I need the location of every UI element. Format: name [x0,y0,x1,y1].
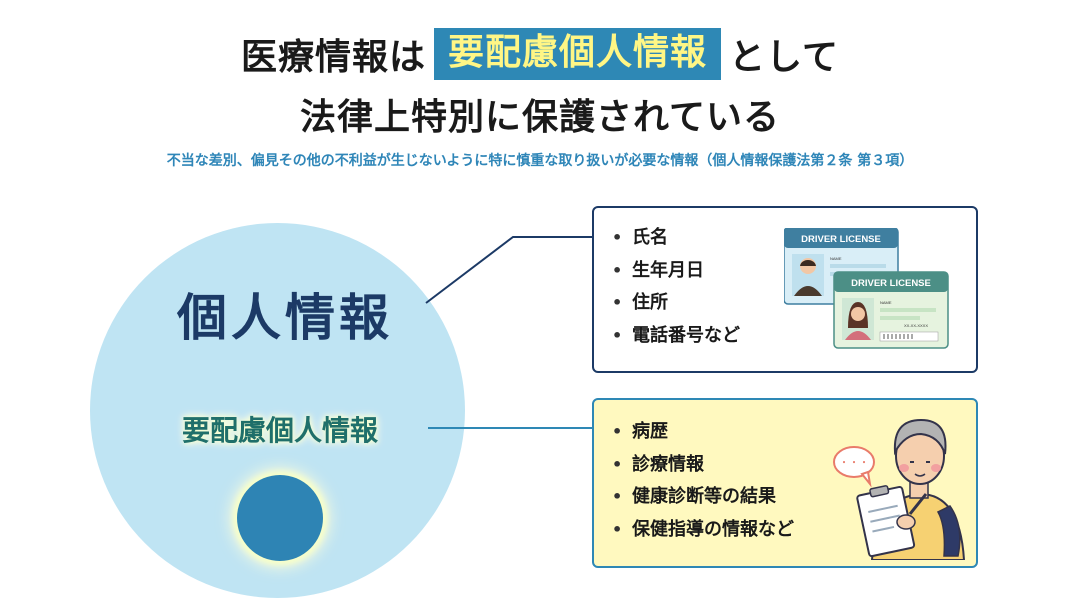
svg-text:・・・: ・・・ [839,458,869,469]
speech-bubble-icon: ・・・ [833,446,875,488]
list-item: •健康診断等の結果 [612,486,776,507]
svg-text:NAME: NAME [880,300,892,305]
personal-info-label: 個人情報 [177,289,393,347]
list-item: •生年月日 [612,259,704,281]
sensitive-info-dot [237,475,323,561]
svg-text:XX-XX-XXXX: XX-XX-XXXX [904,323,928,328]
list-item: •電話番号など [612,324,740,346]
health-worker-icon: ・・・ [833,418,966,560]
title-suffix: として [729,37,839,78]
list-item: •保健指導の情報など [612,518,794,540]
list-item: •氏名 [612,227,668,248]
card-title-front: DRIVER LICENSE [851,278,931,289]
title-highlight: 要配慮個人情報 [434,28,722,80]
license-card-front: DRIVER LICENSE NAME XX-XX-XXXX [833,271,949,349]
title-line-2: 法律上特別に保護されている [300,97,780,138]
title-prefix: 医療情報は [241,37,427,78]
list-item: •住所 [612,292,668,313]
subtitle: 不当な差別、偏見その他の不利益が生じないように特に慎重な取り扱いが必要な情報（個… [166,153,914,169]
svg-text:NAME: NAME [830,256,842,261]
list-item: •病歴 [612,421,668,442]
sensitive-info-label: 要配慮個人情報 [181,414,378,447]
driver-license-icon: DRIVER LICENSE NAME DRIVER LICENSE NAME … [784,228,949,349]
connector-personal [425,236,592,304]
card-title-back: DRIVER LICENSE [801,234,881,245]
list-item: •診療情報 [612,453,704,475]
sensitive-info-list: •病歴 •診療情報 •健康診断等の結果 •保健指導の情報など [612,416,794,546]
personal-info-list: •氏名 •生年月日 •住所 •電話番号など [612,222,740,352]
title-line-1: 医療情報は要配慮個人情報として [0,28,1080,82]
